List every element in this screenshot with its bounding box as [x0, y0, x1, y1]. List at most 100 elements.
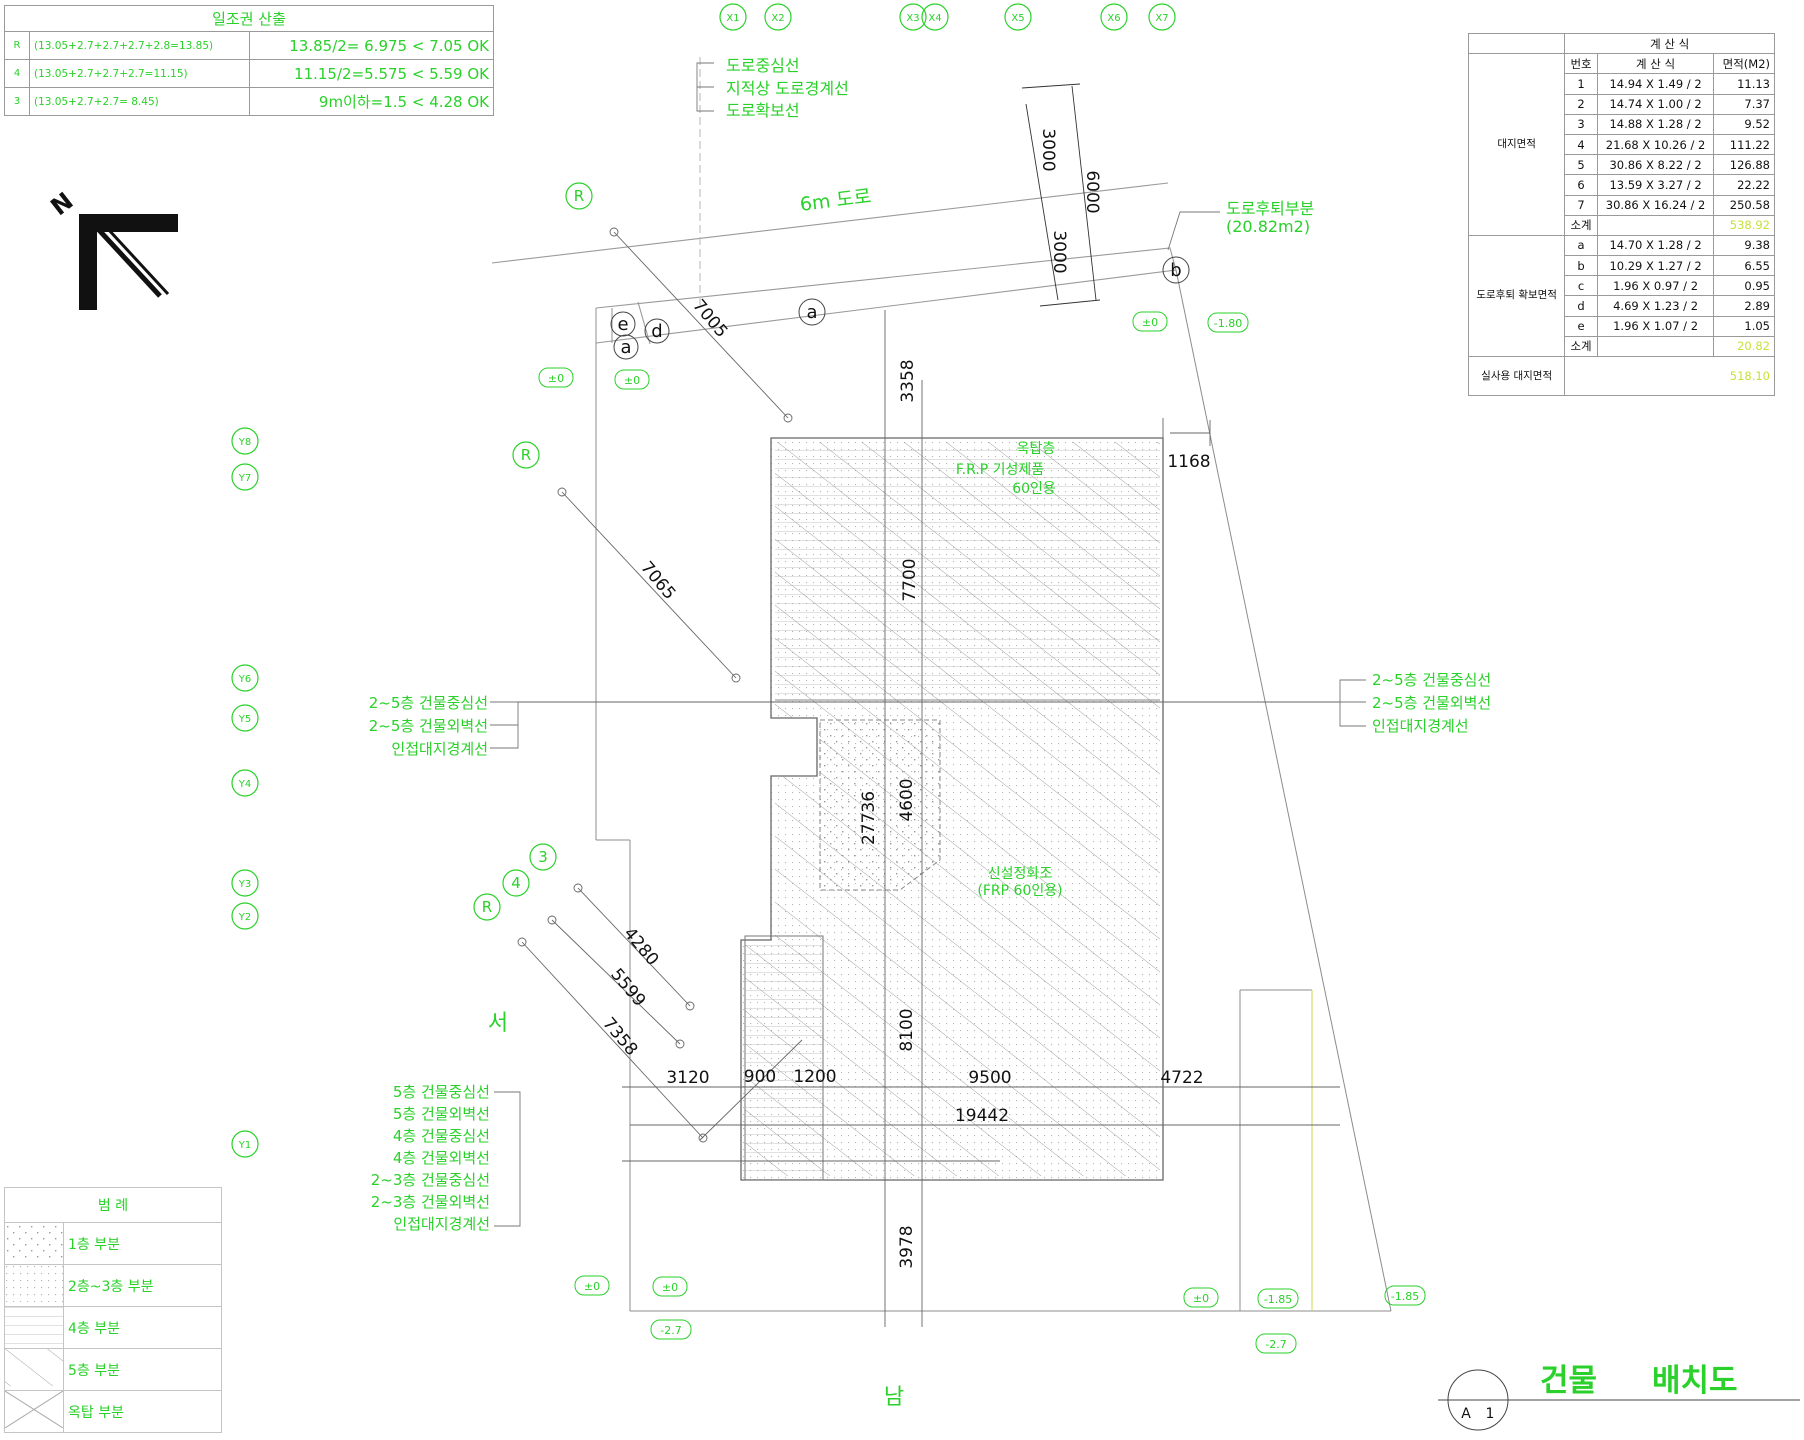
sunlight-formula-r: (13.05+2.7+2.7+2.7+2.8=13.85)	[29, 31, 250, 60]
legend-title: 범 례	[4, 1187, 222, 1223]
dim-road-3000a: 3000	[1038, 128, 1058, 171]
dim-7358: 7358	[598, 1014, 641, 1060]
north-label: N	[46, 187, 79, 221]
grid-x6: X6	[1107, 13, 1120, 24]
dim-4600: 4600	[897, 778, 917, 821]
legend-swatch-4f	[4, 1306, 64, 1349]
level-11: -2.7	[1265, 1338, 1286, 1351]
setback-letter-a2: a	[620, 337, 631, 358]
grid-y2: Y2	[238, 912, 251, 923]
legend-label: 4층 부분	[63, 1306, 222, 1349]
left2-4f-center: 4층 건물중심선	[393, 1127, 490, 1145]
row-no: 1	[1564, 73, 1598, 95]
level-7: -2.7	[660, 1324, 681, 1337]
grid-x3: X3	[906, 13, 919, 24]
setback-letter-d: d	[651, 321, 662, 342]
legend-label: 1층 부분	[63, 1222, 222, 1265]
row-no: b	[1564, 255, 1598, 277]
left1-wall: 2~5층 건물외벽선	[369, 717, 488, 735]
row-formula: 4.69 X 1.23 / 2	[1596, 295, 1715, 317]
row-no: c	[1564, 275, 1598, 297]
west-label: 서	[488, 1011, 508, 1036]
legend-swatch-1f	[4, 1222, 64, 1265]
legend-swatch-23f	[4, 1264, 64, 1307]
roof-note: 옥탑층 F.R.P 기성제품 60인용	[956, 441, 1056, 497]
level-5: ±0	[584, 1280, 600, 1293]
row-formula: 14.88 X 1.28 / 2	[1596, 113, 1715, 135]
grid-x2: X2	[771, 13, 784, 24]
annotations-left-1: 2~5층 건물중심선 2~5층 건물외벽선 인접대지경계선	[369, 694, 519, 758]
right-wall: 2~5층 건물외벽선	[1372, 694, 1491, 712]
left2-23f-center: 2~3층 건물중심선	[371, 1171, 490, 1189]
legend-item: 옥탑 부분	[4, 1390, 222, 1433]
level-3: ±0	[548, 372, 564, 385]
legend-item: 4층 부분	[4, 1306, 222, 1349]
left2-5f-wall: 5층 건물외벽선	[393, 1105, 490, 1123]
dim-27736: 27736	[859, 791, 879, 845]
tank-note-1: 신설정화조	[988, 866, 1053, 882]
sunlight-formula-3: (13.05+2.7+2.7= 8.45)	[29, 87, 250, 116]
dim-5599: 5599	[606, 965, 649, 1011]
row-area: 7.37	[1713, 93, 1775, 115]
south-label: 남	[884, 1385, 904, 1410]
site-area-label: 대지면적	[1467, 53, 1566, 236]
sunlight-title: 일조권 산출	[4, 5, 494, 32]
sun-mark-r-low: R	[482, 898, 492, 916]
dim-1200: 1200	[793, 1067, 836, 1087]
drawing-title-2: 배치도	[1652, 1363, 1738, 1399]
site-subtotal: 538.92	[1713, 214, 1775, 236]
roof-note-2: F.R.P 기성제품	[956, 462, 1044, 478]
grid-x4: X4	[928, 13, 941, 24]
setback-letter-labels: a b e a d	[617, 260, 1181, 358]
sunlight-result-r: 13.85/2= 6.975 < 7.05 OK	[248, 31, 495, 60]
left1-centerline: 2~5층 건물중심선	[369, 694, 488, 712]
centerlines	[518, 310, 1340, 1327]
col-area: 면적(M2)	[1713, 53, 1775, 75]
level-1: ±0	[1142, 316, 1158, 329]
row-formula: 14.94 X 1.49 / 2	[1596, 73, 1715, 95]
road-annotations: 도로중심선 지적상 도로경계선 도로확보선 6m 도로 도로후퇴부분 (20.8…	[696, 56, 1314, 251]
net-area-value: 518.10	[1564, 356, 1775, 396]
grid-y8: Y8	[238, 437, 251, 448]
grid-y6: Y6	[238, 674, 251, 685]
dim-900: 900	[744, 1067, 776, 1087]
dim-road-3000b: 3000	[1049, 230, 1069, 273]
tank-note: 신설정화조 (FRP 60인용)	[977, 866, 1062, 899]
legend-swatch-roof	[4, 1390, 64, 1433]
annotations-right: 2~5층 건물중심선 2~5층 건물외벽선 인접대지경계선	[1339, 671, 1491, 735]
road-subtotal: 20.82	[1713, 335, 1775, 358]
setback-markers	[610, 256, 1190, 360]
sunlight-result-4: 11.15/2=5.575 < 5.59 OK	[248, 59, 495, 88]
sun-mark-3: 3	[538, 848, 548, 866]
annotations-left-2: 5층 건물중심선 5층 건물외벽선 4층 건물중심선 4층 건물외벽선 2~3층…	[371, 1083, 521, 1233]
roof-note-1: 옥탑층	[1017, 441, 1056, 457]
dim-3358: 3358	[898, 359, 918, 402]
row-no: 4	[1564, 133, 1598, 156]
grid-bubbles	[231, 3, 1176, 1158]
grid-y5: Y5	[238, 714, 251, 725]
legend-swatch-5f	[4, 1348, 64, 1391]
left2-5f-center: 5층 건물중심선	[393, 1083, 490, 1101]
grid-x1: X1	[726, 13, 739, 24]
dim-road-6000: 6000	[1082, 170, 1102, 213]
sunlight-row-4: 4 (13.05+2.7+2.7+2.7=11.15) 11.15/2=5.57…	[4, 59, 495, 88]
dim-8100: 8100	[897, 1008, 917, 1051]
row-area: 6.55	[1713, 255, 1775, 277]
row-area: 1.05	[1713, 315, 1775, 337]
row-no: a	[1564, 234, 1598, 257]
level-10: -1.85	[1391, 1290, 1419, 1303]
net-area-label: 실사용 대지면적	[1467, 356, 1566, 396]
road-secured-label: 도로확보선	[726, 101, 800, 120]
legend-label: 2층~3층 부분	[63, 1264, 222, 1307]
row-formula: 14.70 X 1.28 / 2	[1596, 234, 1715, 257]
drawing-number-bubble: A 1	[1438, 1369, 1800, 1431]
row-area: 11.13	[1713, 73, 1775, 95]
grid-y1: Y1	[238, 1140, 251, 1151]
